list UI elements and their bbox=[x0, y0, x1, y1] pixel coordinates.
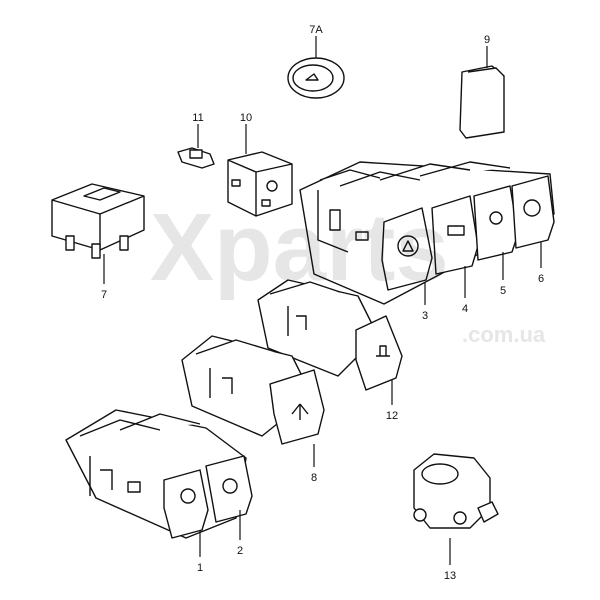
label-7: 7 bbox=[101, 289, 107, 301]
label-6: 6 bbox=[538, 273, 544, 285]
switch-6-headlamp[interactable] bbox=[511, 175, 555, 249]
watermark-domain: .com.ua bbox=[462, 322, 546, 347]
label-4: 4 bbox=[462, 303, 468, 315]
switch-2-high-beam[interactable] bbox=[205, 455, 253, 523]
part-8-switch[interactable] bbox=[181, 335, 325, 445]
label-9: 9 bbox=[484, 34, 490, 46]
part-12-seat-heater-switch[interactable] bbox=[257, 279, 403, 391]
part-7-relay[interactable] bbox=[51, 183, 145, 259]
switch-1-light[interactable] bbox=[163, 469, 209, 539]
part-9-cap[interactable] bbox=[459, 65, 505, 139]
watermark-brand: Xparts bbox=[150, 194, 449, 301]
part-7A-cap[interactable] bbox=[287, 57, 345, 99]
label-3: 3 bbox=[422, 310, 428, 322]
label-1: 1 bbox=[197, 562, 203, 574]
label-11: 11 bbox=[192, 112, 203, 124]
switch-5-fog[interactable] bbox=[473, 185, 519, 261]
label-2: 2 bbox=[237, 545, 243, 557]
part-11-terminal[interactable] bbox=[177, 147, 215, 169]
label-10: 10 bbox=[240, 112, 252, 124]
label-8: 8 bbox=[311, 472, 317, 484]
label-13: 13 bbox=[444, 570, 456, 582]
leader-lines bbox=[103, 36, 542, 565]
label-12: 12 bbox=[386, 410, 398, 422]
label-5: 5 bbox=[500, 285, 506, 297]
part-10-relay-socket[interactable] bbox=[227, 151, 293, 217]
switch-3-hazard[interactable] bbox=[381, 207, 433, 291]
switch-4-rear-defrost[interactable] bbox=[431, 195, 479, 275]
part-13-sensor[interactable] bbox=[413, 453, 499, 529]
label-7A: 7A bbox=[309, 24, 323, 36]
